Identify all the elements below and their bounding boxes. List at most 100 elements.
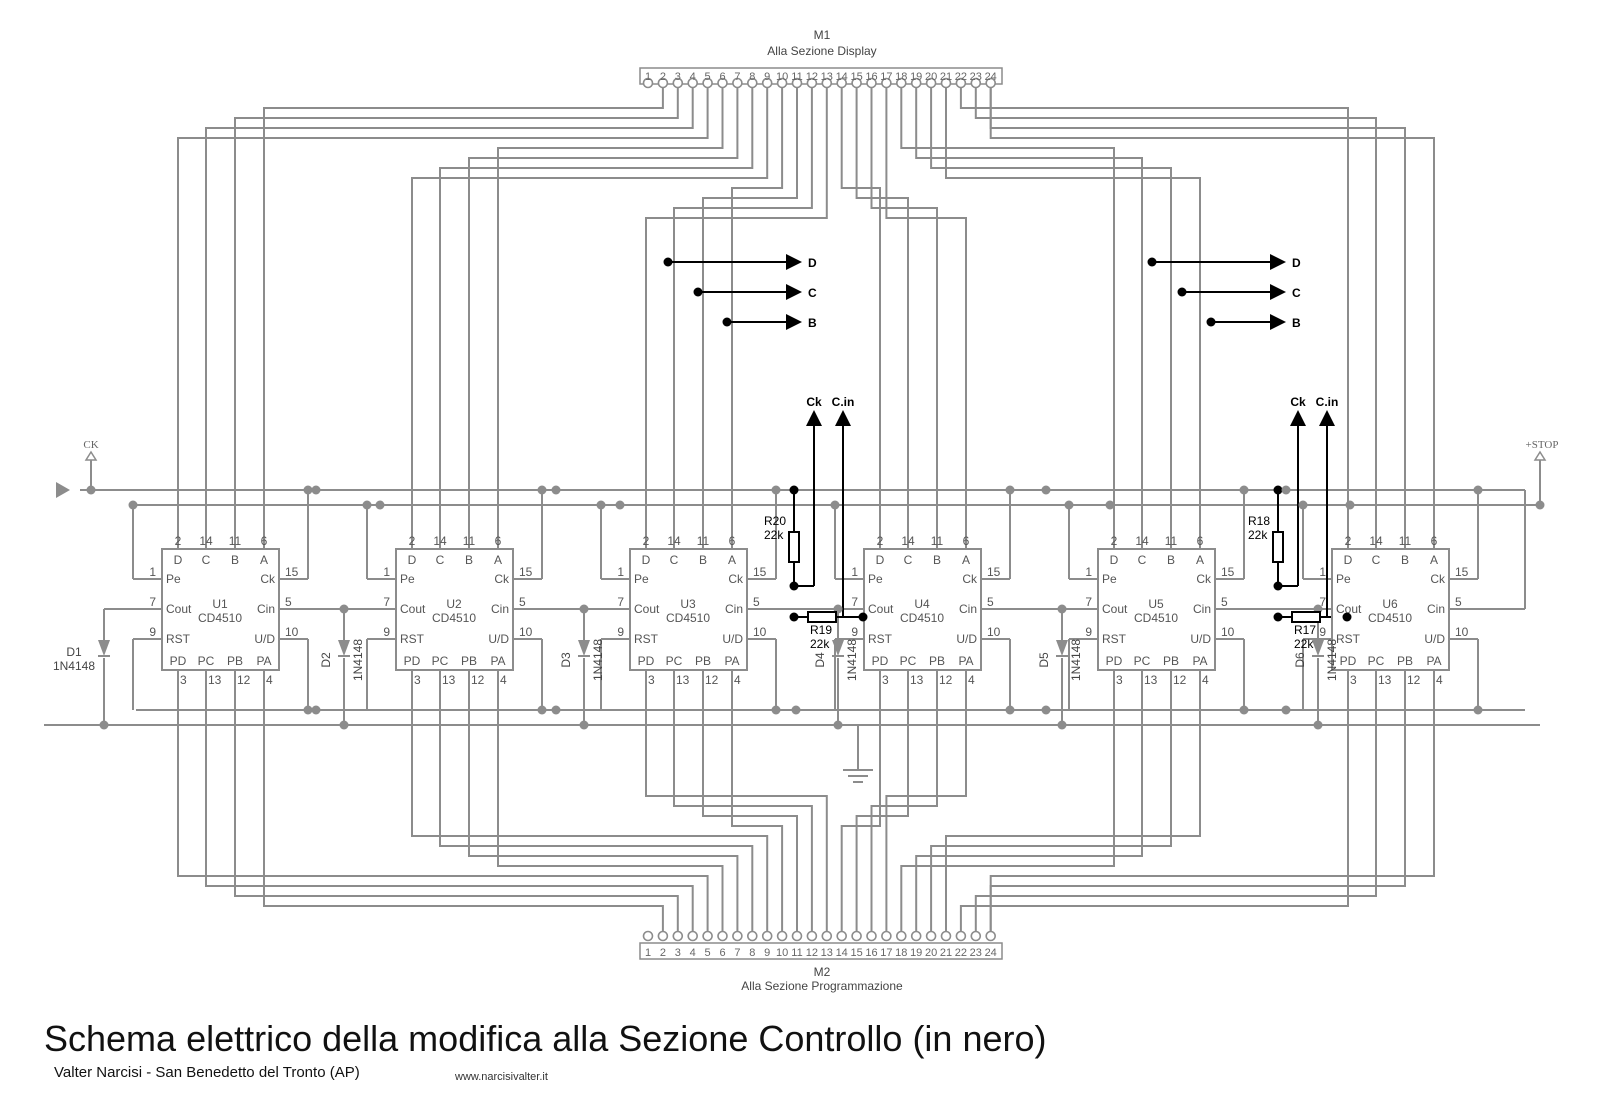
chip-pin-number: 3 bbox=[180, 673, 187, 687]
wire bbox=[945, 87, 1201, 549]
connector-m1-pin-number: 21 bbox=[940, 71, 952, 83]
junction-dot bbox=[596, 500, 606, 510]
wire bbox=[205, 87, 694, 549]
wire bbox=[885, 670, 967, 932]
connector-m1-pin bbox=[970, 77, 982, 89]
junction-dot bbox=[858, 612, 868, 622]
chip-pin-label: PB bbox=[461, 654, 477, 668]
chip-pin-label: B bbox=[1167, 553, 1175, 567]
chip-pin-label: RST bbox=[1336, 632, 1361, 646]
connector-m2-pin bbox=[881, 930, 892, 942]
connector-m2-pin bbox=[642, 930, 654, 942]
chip-pin-number: 2 bbox=[877, 534, 884, 548]
chip-pin-number: 15 bbox=[519, 565, 533, 579]
chip-pin-label: PC bbox=[198, 654, 215, 668]
signal-label-d: D bbox=[1292, 256, 1301, 270]
chip-u2-body bbox=[395, 548, 514, 671]
chip-pin-number: 12 bbox=[237, 673, 251, 687]
wire bbox=[263, 670, 664, 932]
wire bbox=[900, 670, 1115, 932]
wire bbox=[177, 87, 709, 549]
chip-pin-label: U/D bbox=[956, 632, 977, 646]
diode-type: 1N4148 bbox=[591, 639, 605, 681]
chip-pin-label: A bbox=[1196, 553, 1204, 567]
chip-pin-label: D bbox=[642, 553, 651, 567]
junction-dot bbox=[128, 500, 138, 510]
chip-pin-label: PA bbox=[490, 654, 505, 668]
resistor-ref: R20 bbox=[764, 514, 786, 528]
chip-pin-label: B bbox=[933, 553, 941, 567]
chip-pin-number: 6 bbox=[729, 534, 736, 548]
chip-pin-number: 13 bbox=[910, 673, 924, 687]
chip-pin-number: 4 bbox=[968, 673, 975, 687]
chip-pin-label: C bbox=[904, 553, 913, 567]
connector-m2-body bbox=[639, 942, 1003, 960]
chip-pin-number: 6 bbox=[963, 534, 970, 548]
diode-type: 1N4148 bbox=[1325, 639, 1339, 681]
connector-m2-pin bbox=[702, 930, 713, 942]
signal-label-c: C bbox=[1292, 286, 1301, 300]
junction-dot bbox=[789, 485, 799, 495]
signal-arrow bbox=[786, 314, 802, 330]
wire bbox=[468, 670, 739, 932]
chip-pin-label: PB bbox=[929, 654, 945, 668]
wire bbox=[731, 670, 784, 932]
connector-m2-pin bbox=[717, 930, 728, 942]
connector-m2-ref: M2 bbox=[814, 965, 831, 979]
chip-pin-label: U/D bbox=[1424, 632, 1445, 646]
wire bbox=[915, 670, 1143, 932]
signal-arrow bbox=[1270, 314, 1286, 330]
resistor-ref: R18 bbox=[1248, 514, 1270, 528]
chip-pin-label: RST bbox=[166, 632, 191, 646]
components bbox=[56, 67, 1547, 960]
chip-pin-label: PB bbox=[695, 654, 711, 668]
resistor-ref: R19 bbox=[810, 623, 832, 637]
ck-input-arrow bbox=[56, 482, 70, 498]
connector-m1-pin bbox=[702, 77, 713, 89]
connector-m2-pin-number: 10 bbox=[776, 947, 788, 959]
junction-dot bbox=[1064, 500, 1074, 510]
chip-pin-label: B bbox=[231, 553, 239, 567]
connector-m2-label: Alla Sezione Programmazione bbox=[741, 979, 903, 993]
wire bbox=[234, 87, 679, 549]
tap-dot bbox=[693, 287, 703, 297]
diode-d5-body bbox=[1056, 640, 1068, 656]
diode-d4-body bbox=[832, 640, 844, 656]
connector-m1-pin-number: 11 bbox=[791, 71, 802, 83]
resistor-r19-body bbox=[807, 611, 837, 623]
connector-m2-pin-number: 1 bbox=[645, 947, 651, 959]
junction-dot bbox=[1105, 500, 1115, 510]
connector-m2-pin-number: 21 bbox=[940, 947, 952, 959]
connector-m1-pin-number: 9 bbox=[764, 71, 770, 83]
wire bbox=[673, 87, 813, 549]
chip-pin-number: 1 bbox=[1085, 565, 1092, 579]
chip-pin-label: Cout bbox=[400, 602, 426, 616]
wire bbox=[702, 87, 798, 549]
chip-pin-label: PB bbox=[227, 654, 243, 668]
diode-ref: D4 bbox=[813, 652, 827, 668]
chip-pin-label: PB bbox=[1397, 654, 1413, 668]
chip-pin-label: D bbox=[1110, 553, 1119, 567]
wire bbox=[974, 87, 1377, 549]
connector-m1-pin-number: 6 bbox=[719, 71, 725, 83]
connector-m1-pin bbox=[881, 77, 892, 89]
connector-m2-pin-number: 11 bbox=[791, 947, 802, 959]
junction-dot bbox=[830, 500, 840, 510]
chip-pin-number: 15 bbox=[1221, 565, 1235, 579]
wire bbox=[915, 87, 1143, 549]
wire bbox=[989, 87, 1406, 549]
chip-pin-label: Cin bbox=[1427, 602, 1445, 616]
ck-output-arrow bbox=[806, 410, 822, 426]
chip-pin-label: Cout bbox=[166, 602, 192, 616]
chip-pin-label: D bbox=[1344, 553, 1353, 567]
chip-pin-number: 3 bbox=[648, 673, 655, 687]
junction-dot bbox=[771, 705, 781, 715]
wire bbox=[645, 670, 828, 932]
chip-ref: U6 bbox=[1382, 597, 1398, 611]
chip-pin-number: 2 bbox=[1345, 534, 1352, 548]
connector-m1-body bbox=[639, 67, 1003, 85]
wire bbox=[468, 87, 739, 549]
connector-m2-pin-number: 17 bbox=[880, 947, 892, 959]
